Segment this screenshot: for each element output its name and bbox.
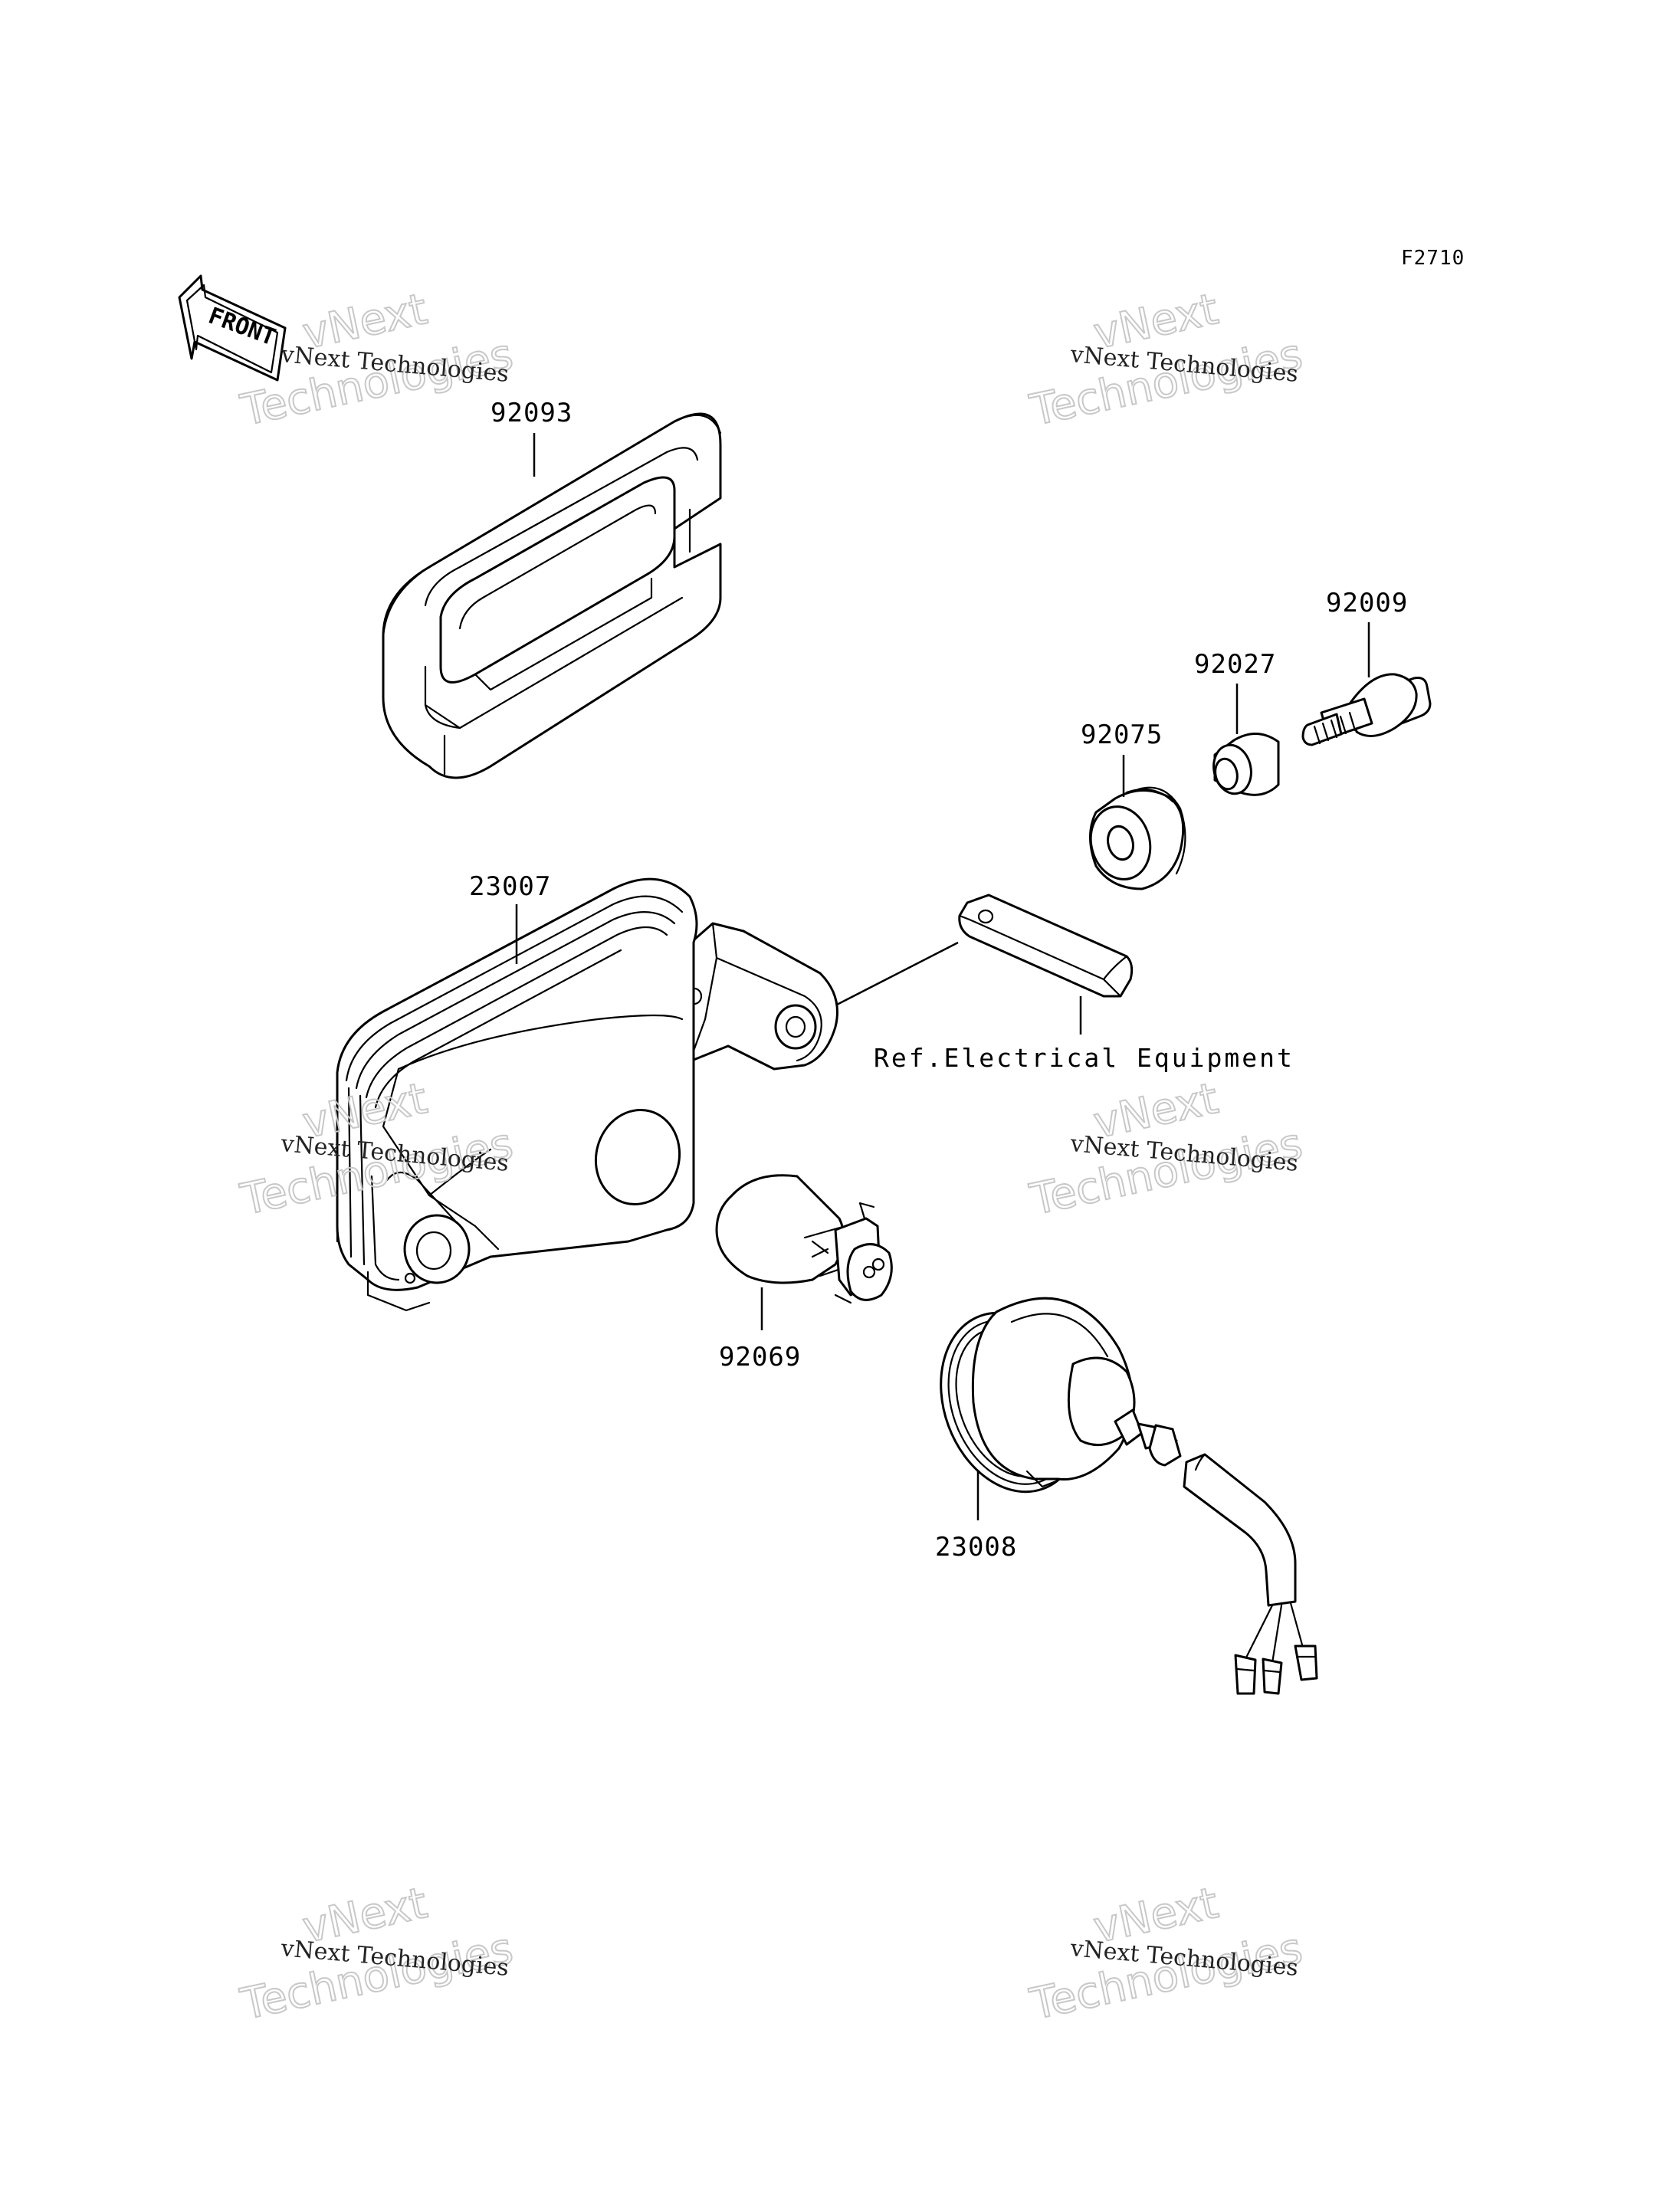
cover-frame-92093	[382, 412, 722, 779]
part-number-23007: 23007	[469, 871, 551, 902]
figure-code: F2710	[1401, 247, 1465, 270]
part-number-92027: 92027	[1194, 649, 1276, 680]
part-number-23008: 23008	[935, 1532, 1017, 1562]
bulb-92069	[715, 1174, 893, 1304]
collar-92027	[1212, 733, 1280, 796]
part-number-92075: 92075	[1081, 720, 1163, 750]
reference-note: Ref.Electrical Equipment	[874, 1043, 1294, 1073]
watermark-bottom-right: vNext Technologies vNext Technologies	[1025, 1877, 1307, 2031]
part-number-92069: 92069	[719, 1342, 801, 1372]
part-number-92009: 92009	[1326, 588, 1408, 618]
bolt-92009	[1301, 673, 1432, 746]
sealed-beam-23008	[940, 1297, 1318, 1695]
watermark-top-right: vNext Technologies vNext Technologies	[1025, 284, 1307, 437]
watermark-bottom-left: vNext Technologies vNext Technologies	[235, 1877, 517, 2031]
part-number-92093: 92093	[491, 398, 573, 428]
headlight-housing-23007	[336, 877, 838, 1312]
grommet-92075	[1089, 786, 1186, 890]
front-arrow-icon: FRONT	[178, 274, 287, 382]
bracket-reference	[958, 894, 1134, 998]
watermark-mid-right: vNext Technologies vNext Technologies	[1025, 1073, 1307, 1226]
